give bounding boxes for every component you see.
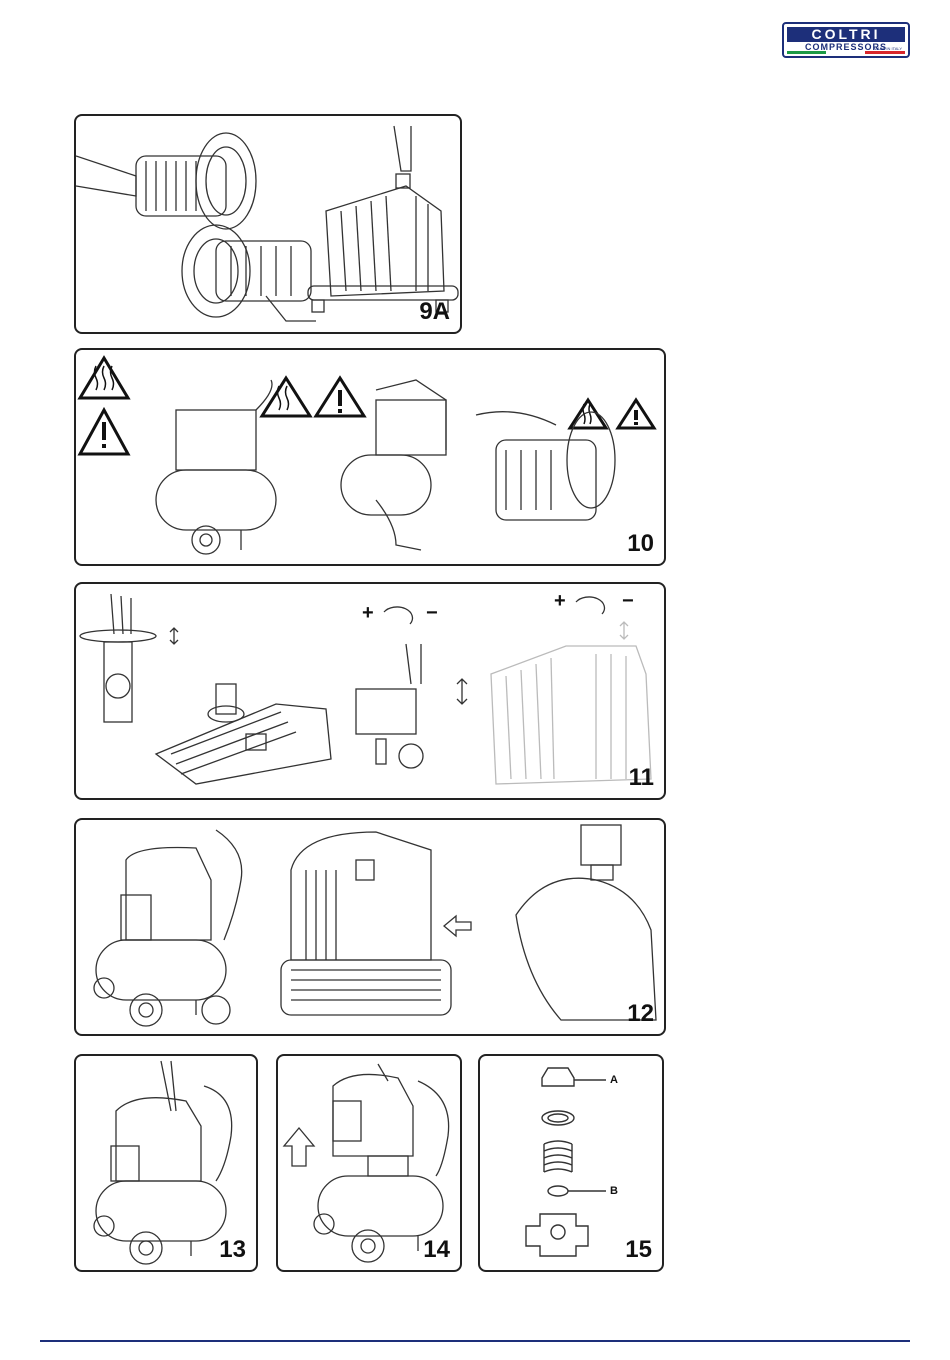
part-label-b: B xyxy=(610,1185,618,1197)
minus-symbol: − xyxy=(622,590,634,613)
coltri-logo: COLTRI COMPRESSORS MADE IN ITALY xyxy=(782,22,910,58)
figure-9a-illustration xyxy=(76,116,462,334)
figure-label-10: 10 xyxy=(627,530,654,558)
figure-label-9a: 9A xyxy=(419,298,450,326)
figure-10-illustration xyxy=(76,350,666,566)
plus-symbol: + xyxy=(362,602,374,625)
figure-15-panel: A B 15 xyxy=(478,1054,664,1272)
plus-symbol: + xyxy=(554,590,566,613)
part-label-a: A xyxy=(610,1074,618,1086)
figure-9a-panel: 9A xyxy=(74,114,462,334)
figure-11-panel: + − + − 11 xyxy=(74,582,666,800)
figure-13-panel: 13 xyxy=(74,1054,258,1272)
figure-10-panel: 10 xyxy=(74,348,666,566)
footer-divider xyxy=(40,1340,910,1342)
figure-label-12: 12 xyxy=(627,1000,654,1028)
figure-label-15: 15 xyxy=(625,1236,652,1264)
figure-label-14: 14 xyxy=(423,1236,450,1264)
minus-symbol: − xyxy=(426,602,438,625)
figure-12-panel: 12 xyxy=(74,818,666,1036)
figure-label-13: 13 xyxy=(219,1236,246,1264)
logo-brand: COLTRI xyxy=(787,27,905,42)
figure-12-illustration xyxy=(76,820,666,1036)
figure-14-panel: 14 xyxy=(276,1054,462,1272)
logo-flag-stripe xyxy=(787,51,905,54)
figure-label-11: 11 xyxy=(629,764,654,792)
